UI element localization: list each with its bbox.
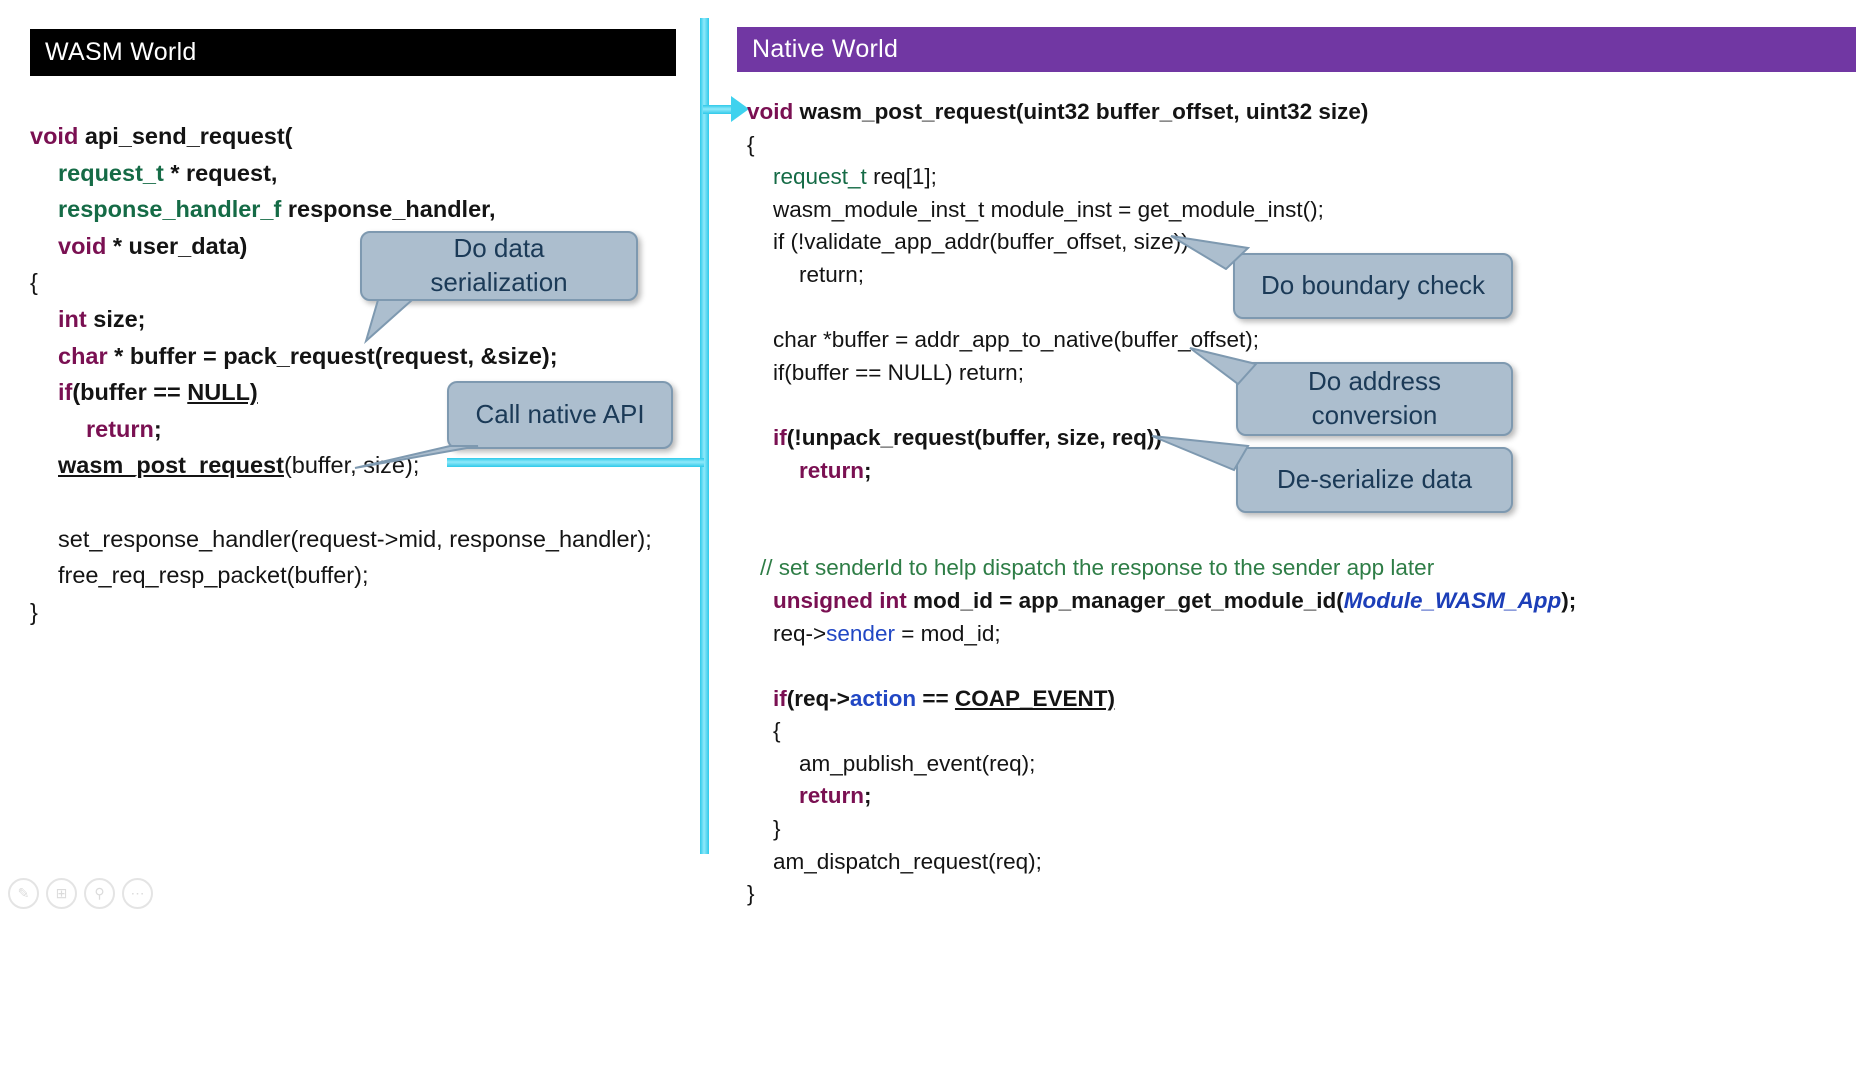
code-line: char *buffer = addr_app_to_native(buffer… — [773, 327, 1259, 353]
code-line: unsigned int mod_id = app_manager_get_mo… — [773, 587, 1577, 613]
callout-de-serialize-data: De-serialize data — [1236, 447, 1513, 513]
slides-grid-icon[interactable]: ⊞ — [46, 878, 77, 909]
code-line: req->sender = mod_id; — [773, 620, 1001, 646]
callout-do-data-serialization: Do data serialization — [360, 231, 638, 301]
code-line: wasm_module_inst_t module_inst = get_mod… — [773, 196, 1324, 222]
code-line: int size; — [58, 305, 146, 332]
callout-text: Call native API — [475, 399, 645, 430]
code-line: if(req->action == COAP_EVENT) — [773, 685, 1115, 711]
pen-glyph: ✎ — [17, 885, 30, 901]
code-line: { — [773, 718, 781, 744]
callout-text: De-serialize data — [1276, 464, 1473, 495]
code-line: request_t * request, — [58, 159, 278, 186]
callout-tail — [1189, 347, 1258, 386]
zoom-glyph: ⚲ — [94, 885, 105, 901]
slides-grid-glyph: ⊞ — [55, 885, 68, 901]
code-line: return; — [799, 261, 865, 287]
flow-connector-vertical-line — [700, 18, 709, 854]
code-line: wasm_post_request(buffer, size); — [58, 452, 420, 479]
code-line — [747, 650, 1576, 683]
code-line — [30, 484, 652, 521]
callout-tail — [364, 299, 415, 344]
presenter-toolbar: ✎ ⊞ ⚲ ⋯ — [8, 878, 153, 909]
native-world-header: Native World — [737, 27, 1856, 72]
code-line: if(buffer == NULL) — [58, 379, 258, 406]
wasm-world-header: WASM World — [30, 29, 676, 76]
code-line: free_req_resp_packet(buffer); — [58, 562, 369, 589]
code-line: // set senderId to help dispatch the res… — [760, 555, 1435, 581]
callout-tail — [1151, 435, 1250, 472]
callout-tail — [1170, 235, 1250, 270]
code-line: void api_send_request( — [30, 123, 293, 149]
code-line — [747, 520, 1576, 553]
code-line: am_dispatch_request(req); — [773, 848, 1042, 874]
zoom-icon[interactable]: ⚲ — [84, 878, 115, 909]
code-line: am_publish_event(req); — [799, 750, 1036, 776]
callout-text: Do address conversion — [1308, 366, 1441, 430]
code-line: { — [30, 269, 38, 296]
flow-connector-from-wasm-call — [447, 458, 704, 467]
code-line: if(buffer == NULL) return; — [773, 359, 1024, 385]
flow-arrowhead-icon — [731, 96, 749, 122]
wasm-code-block: void api_send_request( request_t * reques… — [30, 118, 652, 630]
code-line: set_response_handler(request->mid, respo… — [58, 525, 652, 552]
more-icon[interactable]: ⋯ — [122, 878, 153, 909]
callout-text: Do data serialization — [430, 233, 568, 297]
code-line: { — [747, 131, 755, 157]
code-line: } — [30, 598, 38, 625]
pen-icon[interactable]: ✎ — [8, 878, 39, 909]
flow-connector-to-native — [703, 105, 733, 114]
code-line: if(!unpack_request(buffer, size, req)) — [773, 424, 1162, 450]
code-line: response_handler_f response_handler, — [58, 196, 496, 223]
native-world-title: Native World — [752, 35, 899, 63]
wasm-world-title: WASM World — [45, 38, 197, 66]
code-line: char * buffer = pack_request(request, &s… — [58, 342, 558, 369]
code-line: return; — [799, 783, 872, 809]
code-line: return; — [799, 457, 872, 483]
callout-call-native-api: Call native API — [447, 381, 673, 449]
more-glyph: ⋯ — [130, 885, 145, 901]
code-line: } — [747, 881, 755, 907]
callout-tail — [354, 445, 479, 469]
callout-do-boundary-check: Do boundary check — [1233, 253, 1513, 319]
code-line: void * user_data) — [58, 232, 248, 259]
code-line: return; — [86, 415, 162, 442]
callout-text: Do boundary check — [1260, 270, 1486, 301]
code-line: void wasm_post_request(uint32 buffer_off… — [747, 99, 1369, 124]
code-line: request_t req[1]; — [773, 164, 937, 190]
native-code-block: void wasm_post_request(uint32 buffer_off… — [747, 96, 1576, 911]
callout-do-address-conversion: Do address conversion — [1236, 362, 1513, 436]
code-line: } — [773, 816, 781, 842]
